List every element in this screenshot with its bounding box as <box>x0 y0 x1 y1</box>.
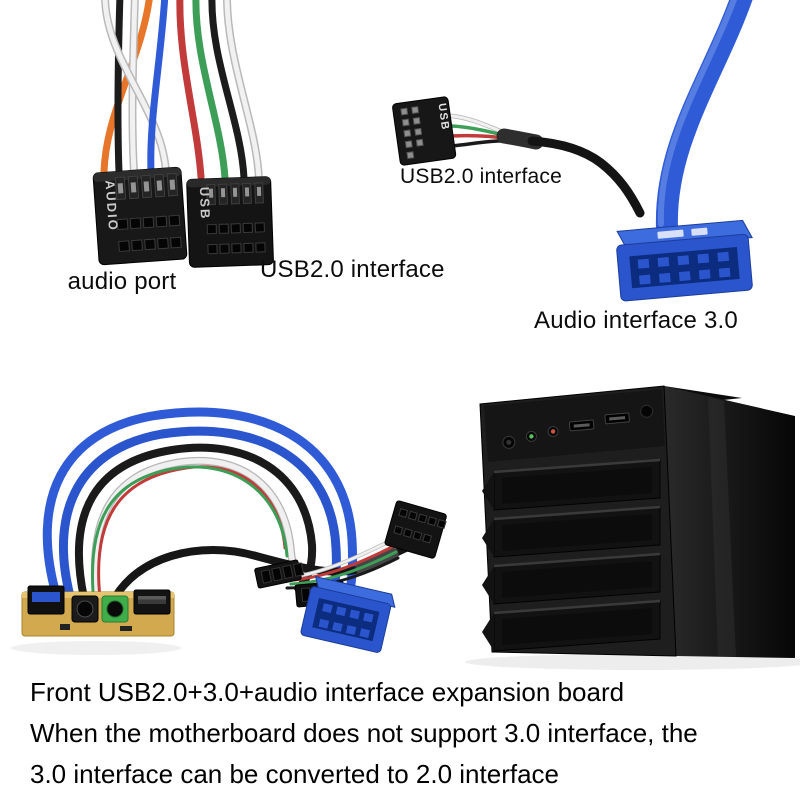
usb3-cable <box>655 0 753 239</box>
usb3-print-mark2 <box>691 227 708 236</box>
audio-header-connector: AUDIO <box>92 166 188 266</box>
caption-line-3: 3.0 interface can be converted to 2.0 in… <box>30 759 560 789</box>
usb3-header-teeth <box>637 251 731 285</box>
small-black-connector-a <box>254 559 305 589</box>
pc-case <box>465 385 800 670</box>
front-usb-port-1 <box>568 419 595 432</box>
usb2-interface-label-left: USB2.0 interface <box>260 256 445 283</box>
audio-connector-pin-holes <box>116 214 182 253</box>
case-side-highlight <box>708 397 736 657</box>
adapter-wires <box>449 113 645 218</box>
usb3-port <box>27 585 65 615</box>
expansion-board <box>11 585 181 655</box>
usb2-mid-pin-holes <box>393 508 447 544</box>
power-button <box>640 404 654 418</box>
audio-port-label: audio port <box>67 268 177 295</box>
case-shadow <box>465 654 800 670</box>
audio-connector-print: AUDIO <box>102 179 121 232</box>
headphone-led <box>529 434 534 439</box>
usb2-9pin-connector: USB <box>392 96 457 166</box>
audio-interface-3-label: Audio interface 3.0 <box>534 307 738 334</box>
usb3-mid-teeth <box>318 603 374 639</box>
headphone-jack <box>101 595 129 623</box>
front-panel-wires <box>100 0 263 184</box>
usb-connector-pin-holes <box>206 222 266 255</box>
board-shadow <box>11 641 181 655</box>
smd-component <box>60 624 70 630</box>
usb3-header-connector-mid <box>300 576 396 653</box>
usb3-cable-highlight <box>657 0 737 227</box>
usb2-port <box>133 589 171 615</box>
caption-line-2: When the motherboard does not support 3.… <box>30 718 698 748</box>
caption-line-1: Front USB2.0+3.0+audio interface expansi… <box>30 677 625 707</box>
smd-component2 <box>120 626 132 631</box>
drive-bays <box>482 458 661 652</box>
front-usb-port-2 <box>604 412 630 425</box>
small-usb-connector-print: USB <box>436 102 452 131</box>
usb2-9pin-pins <box>400 106 424 160</box>
usb2-to-usb3-adapter: USB <box>392 0 753 302</box>
front-io-ports <box>502 404 654 449</box>
cable-assembly <box>11 407 447 655</box>
usb-connector-print: USB <box>197 187 213 221</box>
usb3-header-connector <box>616 219 753 302</box>
mic-led <box>550 429 556 434</box>
usb3-print-mark <box>657 229 684 239</box>
usb2-interface-label-right: USB2.0 interface <box>400 165 562 188</box>
usb2-header-connector: USB <box>186 176 274 268</box>
usb2-9pin-connector-mid <box>384 500 447 559</box>
mic-jack <box>71 595 99 623</box>
caption: Front USB2.0+3.0+audio interface expansi… <box>30 672 698 795</box>
